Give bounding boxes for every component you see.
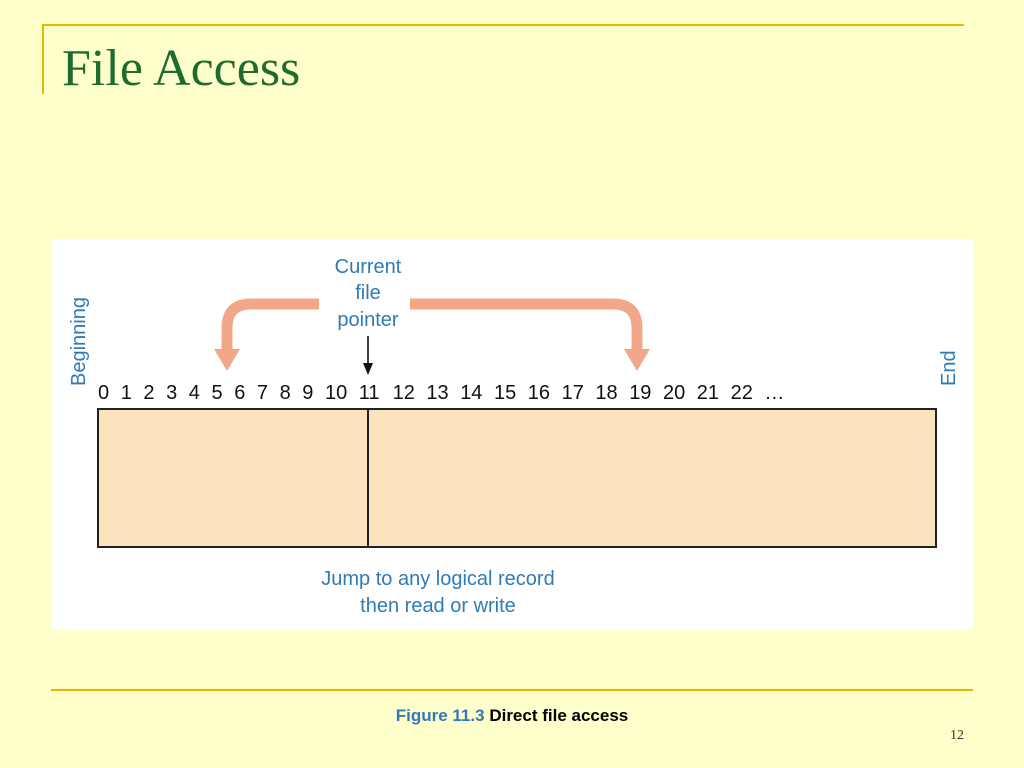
caption-number: Figure 11.3 bbox=[395, 706, 485, 725]
record-number-10: 10 bbox=[325, 382, 347, 404]
jump-left-arrowhead bbox=[214, 349, 240, 371]
record-number-1: 1 bbox=[121, 382, 132, 404]
bottom-divider bbox=[51, 689, 973, 691]
record-number-21: 21 bbox=[697, 382, 719, 404]
pointer-label-line-3: pointer bbox=[337, 309, 398, 331]
page-number: 12 bbox=[950, 728, 964, 743]
record-number-17: 17 bbox=[562, 382, 584, 404]
record-number-6: 6 bbox=[234, 382, 245, 404]
record-number-15: 15 bbox=[494, 382, 516, 404]
file-block bbox=[97, 408, 937, 548]
bottom-label-line-2: then read or write bbox=[360, 595, 516, 617]
left-accent-bar bbox=[42, 24, 44, 94]
jump-right-arrowhead bbox=[624, 349, 650, 371]
record-number-16: 16 bbox=[528, 382, 550, 404]
record-number-12: 12 bbox=[393, 382, 415, 404]
pointer-label-line-2: file bbox=[355, 282, 381, 304]
record-number-7: 7 bbox=[257, 382, 268, 404]
end-label: End bbox=[938, 350, 960, 386]
pointer-label-line-1: Current bbox=[335, 256, 402, 278]
record-number-19: 19 bbox=[629, 382, 651, 404]
top-divider bbox=[42, 24, 964, 26]
record-number-23: … bbox=[764, 382, 784, 404]
record-number-13: 13 bbox=[426, 382, 448, 404]
record-number-9: 9 bbox=[302, 382, 313, 404]
record-number-20: 20 bbox=[663, 382, 685, 404]
bottom-label-line-1: Jump to any logical record bbox=[321, 568, 554, 590]
record-number-11: 11 bbox=[359, 382, 380, 404]
record-number-22: 22 bbox=[731, 382, 753, 404]
jump-left-arrow bbox=[221, 298, 319, 351]
record-number-14: 14 bbox=[460, 382, 482, 404]
record-number-5: 5 bbox=[212, 382, 223, 404]
jump-right-arrow bbox=[410, 298, 643, 351]
record-number-4: 4 bbox=[189, 382, 200, 404]
record-number-3: 3 bbox=[166, 382, 177, 404]
record-number-0: 0 bbox=[98, 382, 109, 404]
figure-caption: Figure 11.3 Direct file access bbox=[0, 706, 1024, 726]
slide-title: File Access bbox=[62, 40, 301, 97]
pointer-arrow-head bbox=[363, 363, 373, 375]
caption-text: Direct file access bbox=[489, 706, 629, 725]
record-number-2: 2 bbox=[143, 382, 154, 404]
record-number-8: 8 bbox=[280, 382, 291, 404]
beginning-label: Beginning bbox=[68, 297, 90, 386]
record-number-18: 18 bbox=[595, 382, 617, 404]
